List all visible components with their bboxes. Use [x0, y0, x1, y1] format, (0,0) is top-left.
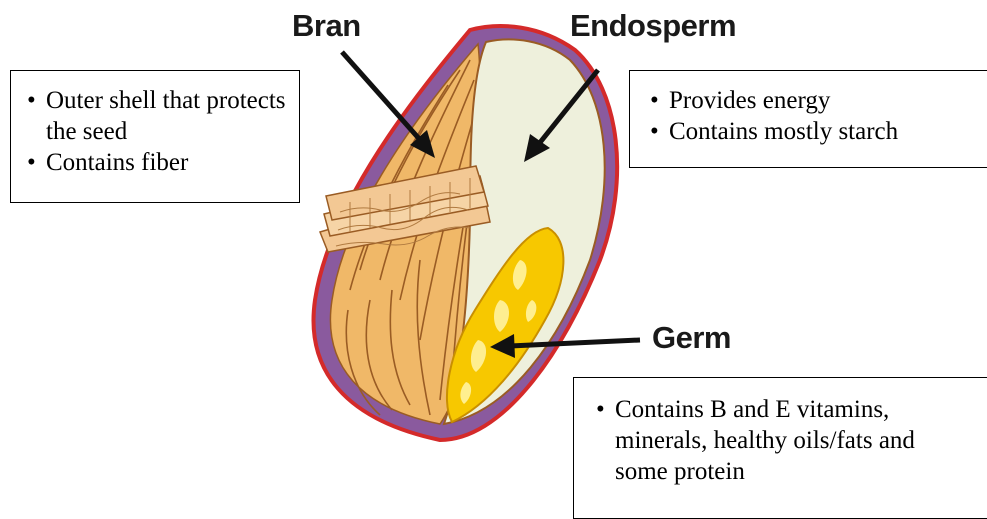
endosperm-info-item: Contains mostly starch	[650, 116, 978, 147]
bran-info-item: Outer shell that protects the seed	[27, 85, 289, 147]
germ-label: Germ	[652, 322, 731, 353]
bran-info-item: Contains fiber	[27, 147, 289, 178]
bran-label: Bran	[292, 10, 361, 41]
bran-info-box: Outer shell that protects the seed Conta…	[10, 70, 300, 203]
kernel	[314, 26, 618, 440]
endosperm-info-item: Provides energy	[650, 85, 978, 116]
endosperm-label: Endosperm	[570, 10, 736, 41]
endosperm-info-box: Provides energy Contains mostly starch	[629, 70, 987, 168]
germ-arrow	[490, 334, 640, 358]
germ-info-box: Contains B and E vitamins, minerals, hea…	[573, 377, 987, 519]
germ-info-item: Contains B and E vitamins, minerals, hea…	[596, 394, 968, 487]
